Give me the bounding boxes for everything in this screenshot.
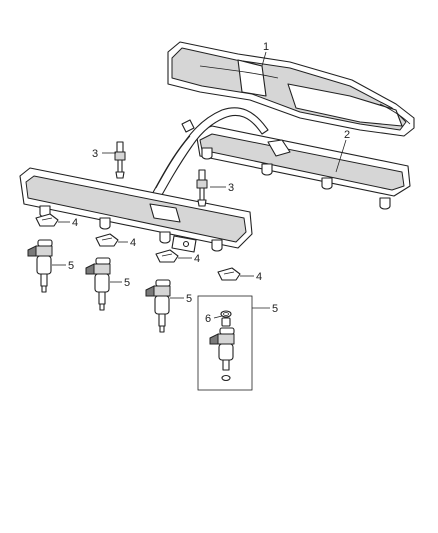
- callout-sensor-right: 3: [228, 182, 234, 194]
- sensor-right[interactable]: [196, 169, 208, 207]
- callout-injector-a: 5: [68, 260, 74, 272]
- callout-clip-a: 4: [72, 217, 78, 229]
- callout-injector-kit: 5: [272, 303, 278, 315]
- fuel-rail-assembly[interactable]: [19, 107, 411, 253]
- injector-kit[interactable]: [209, 327, 235, 382]
- clip-b[interactable]: [95, 233, 119, 247]
- callout-fuel-rail-assembly: 2: [344, 129, 350, 141]
- callout-clip-c: 4: [194, 253, 200, 265]
- injector-kit-box[interactable]: [197, 295, 253, 391]
- injector-c[interactable]: [145, 279, 171, 333]
- callouts: 1 2 3 3 4 4 4 4 5 5 5 5 6: [68, 41, 350, 325]
- callout-clip-b: 4: [130, 237, 136, 249]
- callout-injector-c: 5: [186, 293, 192, 305]
- callout-fuel-rail-cover: 1: [263, 41, 269, 53]
- callout-injector-b: 5: [124, 277, 130, 289]
- clip-a[interactable]: [35, 213, 59, 227]
- callout-sensor-left: 3: [92, 148, 98, 160]
- fuel-rail-cover[interactable]: [167, 41, 415, 137]
- clip-d[interactable]: [217, 267, 241, 281]
- injector-a[interactable]: [27, 239, 53, 293]
- seal-ring[interactable]: [220, 310, 232, 327]
- injector-b[interactable]: [85, 257, 111, 311]
- sensor-left[interactable]: [114, 141, 126, 179]
- leader-lines: [52, 51, 347, 319]
- clip-c[interactable]: [155, 249, 179, 263]
- callout-clip-d: 4: [256, 271, 262, 283]
- callout-seal-ring: 6: [205, 313, 211, 325]
